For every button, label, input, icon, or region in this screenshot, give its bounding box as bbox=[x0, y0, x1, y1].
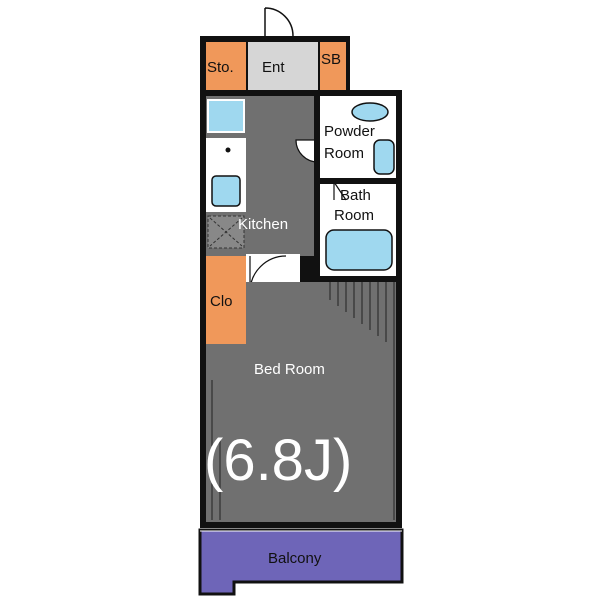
partition-entrance bbox=[200, 90, 350, 96]
toilet-icon bbox=[373, 139, 395, 175]
label-shoe-box: SB bbox=[321, 51, 341, 68]
shoe-box bbox=[320, 42, 346, 90]
label-powder-room-2: Room bbox=[324, 145, 364, 162]
bed-room-closet-cut bbox=[206, 282, 246, 344]
stove-burner-icon bbox=[225, 147, 231, 153]
bath-door-icon bbox=[333, 181, 347, 201]
label-storage: Sto. bbox=[207, 59, 234, 76]
fridge-space bbox=[207, 99, 245, 133]
label-powder-room-1: Powder bbox=[324, 123, 375, 140]
partition-powder-bath bbox=[316, 178, 402, 184]
basin-icon bbox=[351, 102, 389, 122]
label-entrance: Ent bbox=[262, 59, 285, 76]
bathtub-icon bbox=[325, 229, 393, 271]
label-closet: Clo bbox=[210, 293, 233, 310]
cooktop-icon bbox=[207, 215, 245, 249]
label-balcony: Balcony bbox=[268, 550, 322, 567]
label-bed-room: Bed Room bbox=[254, 361, 325, 378]
storage-room bbox=[206, 42, 246, 90]
label-kitchen: Kitchen bbox=[238, 216, 288, 233]
partition-wet-left bbox=[314, 94, 320, 282]
entrance-area bbox=[248, 42, 318, 90]
window-hatching bbox=[211, 282, 395, 520]
label-bath-room-2: Room bbox=[334, 207, 374, 224]
balcony bbox=[198, 528, 404, 596]
partition-bath-bottom bbox=[316, 276, 402, 282]
entrance-door-icon bbox=[264, 7, 294, 38]
kitchen-sink bbox=[211, 175, 241, 207]
label-bed-room-size: (6.8J) bbox=[204, 428, 352, 493]
label-bath-room-1: Bath bbox=[340, 187, 371, 204]
